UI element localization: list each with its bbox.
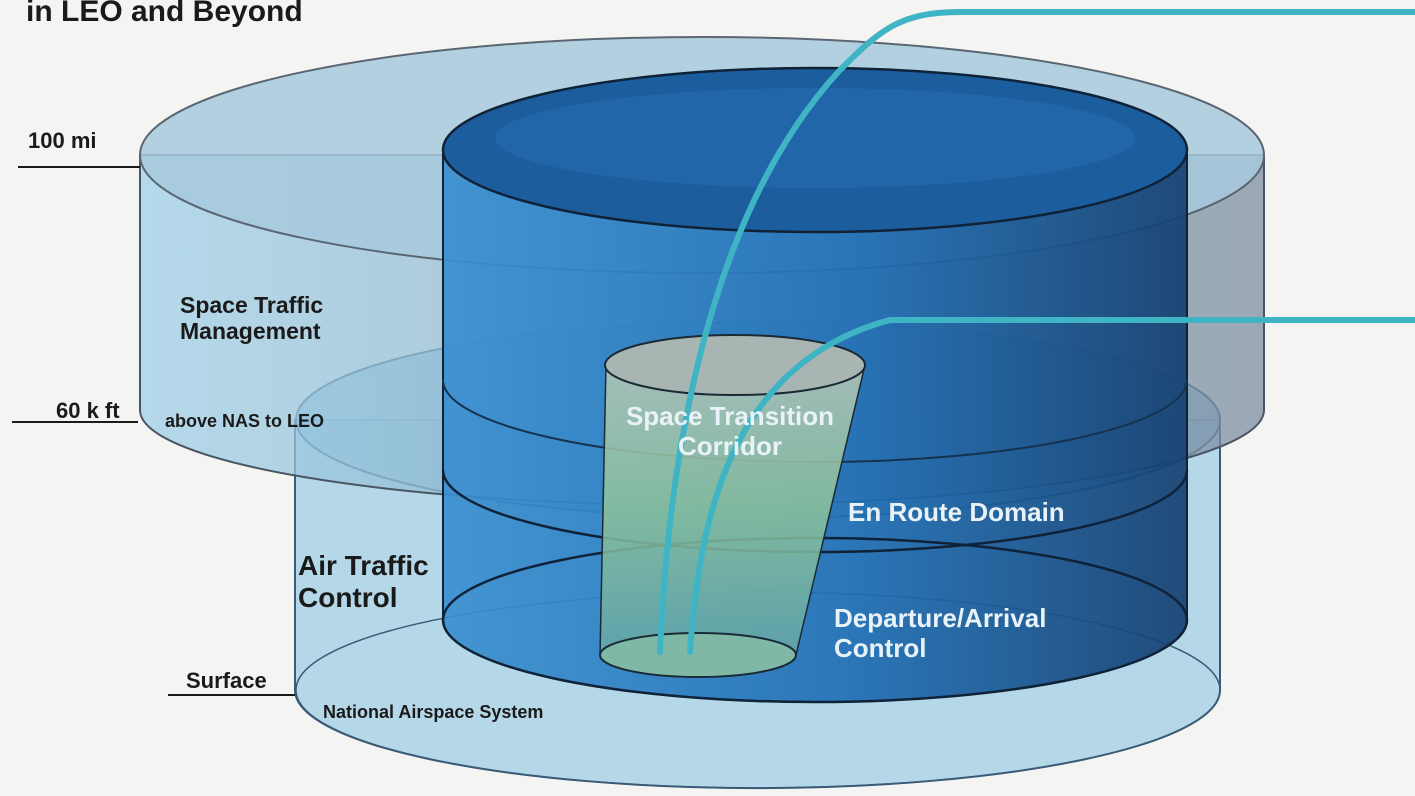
corridor-label-line2: Corridor: [678, 430, 782, 461]
trajectory-low: [687, 317, 1415, 655]
corridor-bottom: [599, 632, 797, 678]
trajectory-high: [657, 9, 1415, 655]
corridor-label: Space Transition Corridor: [605, 401, 855, 462]
stm-label-line2: Management: [180, 318, 321, 345]
corridor-top: [604, 334, 866, 396]
departure-arrival-label: Departure/Arrival Control: [834, 603, 1047, 664]
altitude-label-surface: Surface: [186, 668, 267, 693]
corridor-label-line1: Space Transition: [625, 401, 835, 431]
departure-arrival-line1: Departure/Arrival: [834, 603, 1047, 633]
atc-label-line2: Control: [298, 582, 398, 614]
enroute-label: En Route Domain: [848, 497, 1065, 527]
departure-arrival-line2: Control: [834, 632, 927, 663]
space-transition-corridor: [599, 334, 866, 678]
stm-label: Space Traffic Management: [180, 292, 323, 345]
stm-sublabel: above NAS to LEO: [165, 411, 325, 431]
altitude-lines: [12, 166, 295, 696]
page-title: in LEO and Beyond: [26, 0, 303, 28]
inner-top-highlight: [495, 88, 1135, 188]
altitude-label-100mi: 100 mi: [28, 128, 97, 153]
atc-label-line1: Air Traffic: [298, 550, 429, 581]
altitude-label-60kft: 60 k ft: [56, 398, 120, 423]
launch-trajectories: [657, 9, 1415, 655]
stm-label-line1: Space Traffic: [180, 292, 324, 318]
atc-label: Air Traffic Control: [298, 550, 429, 614]
inner-cylinder-top: [441, 66, 1189, 234]
nas-label: National Airspace System: [323, 702, 544, 722]
